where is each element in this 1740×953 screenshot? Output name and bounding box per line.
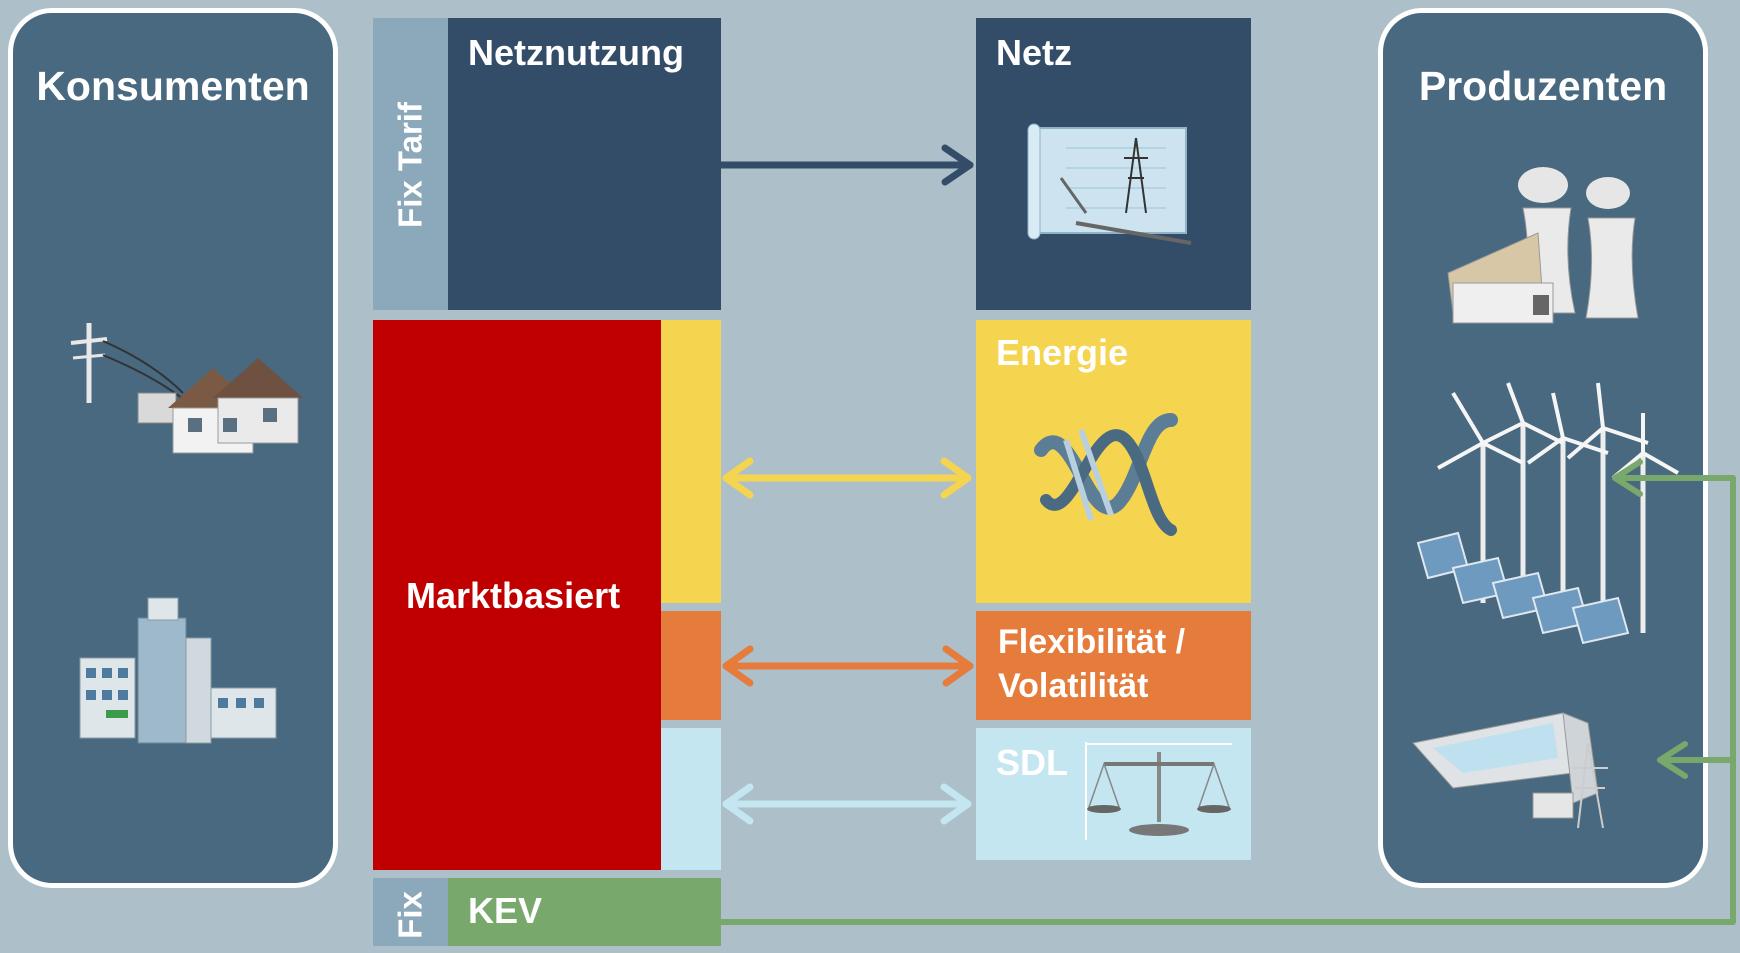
sdl-arrow bbox=[722, 783, 972, 825]
marktbasiert-title: Marktbasiert bbox=[406, 575, 621, 616]
energie-arrow bbox=[722, 457, 972, 499]
scales-icon bbox=[1085, 742, 1232, 840]
sdl-title: SDL bbox=[996, 742, 1068, 783]
netznutzung-box: Netznutzung bbox=[448, 18, 721, 310]
fix-strip: Fix bbox=[373, 878, 448, 946]
energie-title: Energie bbox=[996, 332, 1129, 373]
consumers-panel: Konsumenten bbox=[8, 8, 338, 888]
netz-box: Netz bbox=[976, 18, 1251, 310]
netznutzung-title: Netznutzung bbox=[468, 32, 684, 73]
marktbasiert-box: Marktbasiert bbox=[373, 320, 661, 870]
sdl-strip bbox=[661, 728, 721, 870]
houses-icon bbox=[70, 323, 303, 454]
fix-tarif-strip: Fix Tarif bbox=[373, 18, 448, 310]
flexibilitaet-strip bbox=[661, 611, 721, 720]
producers-panel: Produzenten bbox=[1378, 8, 1708, 888]
producers-title: Produzenten bbox=[1418, 63, 1668, 109]
energie-strip bbox=[661, 320, 721, 603]
flexibilitaet-arrow bbox=[722, 645, 974, 687]
consumers-title: Konsumenten bbox=[36, 63, 310, 109]
netz-title: Netz bbox=[996, 32, 1073, 73]
sdl-box: SDL bbox=[976, 728, 1251, 860]
kev-box: KEV bbox=[448, 878, 721, 946]
hydro-dam-icon bbox=[1412, 712, 1608, 829]
wind-solar-icon bbox=[1416, 382, 1679, 645]
blueprint-icon bbox=[1027, 123, 1192, 245]
flexibilitaet-box: Flexibilität / Volatilität bbox=[976, 611, 1251, 720]
netz-arrow bbox=[717, 144, 974, 186]
kev-title: KEV bbox=[468, 890, 543, 931]
flexibilitaet-title-1: Flexibilität / bbox=[998, 623, 1186, 661]
kev-connector bbox=[718, 459, 1736, 925]
power-plant-icon bbox=[1447, 167, 1639, 324]
office-building-icon bbox=[79, 597, 277, 744]
market-wave-icon bbox=[1034, 413, 1178, 536]
energie-box: Energie bbox=[976, 320, 1251, 603]
flexibilitaet-title-2: Volatilität bbox=[998, 667, 1149, 705]
